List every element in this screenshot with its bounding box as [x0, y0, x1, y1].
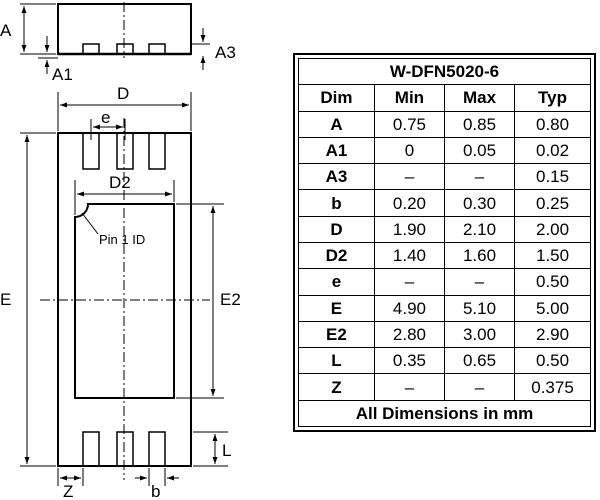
dim-cell: D2 [298, 241, 375, 270]
lead-pad [82, 431, 100, 467]
table-header-row: Dim Min Max Typ [298, 84, 591, 112]
table-title: W-DFN5020-6 [298, 57, 591, 86]
value-cell: 5.10 [443, 294, 516, 322]
label-e: e [101, 108, 110, 127]
side-lead [82, 43, 100, 55]
value-cell: 0.25 [514, 189, 591, 217]
value-cell: – [373, 268, 445, 296]
side-view: A A1 A3 [0, 2, 236, 84]
value-cell: 0.75 [373, 110, 445, 138]
table-row: Z––0.375 [298, 373, 591, 401]
dim-cell: e [298, 268, 375, 296]
value-cell: 2.10 [443, 215, 516, 243]
label-d2: D2 [109, 173, 131, 192]
value-cell: 1.50 [514, 241, 591, 270]
value-cell: 2.00 [514, 215, 591, 243]
label-pin1: Pin 1 ID [99, 232, 145, 247]
value-cell: – [373, 163, 445, 191]
value-cell: 0.35 [373, 347, 445, 375]
lead-pad [148, 132, 166, 170]
dim-cell: A [298, 110, 375, 138]
side-lead [116, 43, 134, 55]
value-cell: 4.90 [373, 294, 445, 322]
dim-cell: Z [298, 373, 375, 401]
value-cell: 2.90 [514, 320, 591, 349]
value-cell: 0.65 [443, 347, 516, 375]
table-row: e––0.50 [298, 268, 591, 296]
side-lead [148, 43, 166, 55]
label-a3: A3 [215, 43, 236, 62]
value-cell: 0.375 [514, 373, 591, 401]
dim-cell: D [298, 215, 375, 243]
label-b: b [151, 482, 160, 500]
value-cell: – [443, 163, 516, 191]
value-cell: 1.60 [443, 241, 516, 270]
label-l: L [222, 441, 231, 460]
header-typ: Typ [514, 84, 591, 112]
value-cell: – [443, 373, 516, 401]
header-dim: Dim [298, 84, 375, 112]
value-cell: 0.50 [514, 347, 591, 375]
value-cell: 0.05 [443, 136, 516, 165]
lead-pad [116, 431, 134, 467]
value-cell: 1.40 [373, 241, 445, 270]
dim-cell: E2 [298, 320, 375, 349]
top-view: D e D2 Pin 1 ID E E2 L Z [0, 84, 241, 500]
header-min: Min [373, 84, 445, 112]
lead-pad [148, 431, 166, 467]
label-e-length: E [0, 290, 11, 309]
dim-cell: E [298, 294, 375, 322]
value-cell: 2.80 [373, 320, 445, 349]
value-cell: 0.85 [443, 110, 516, 138]
label-e2: E2 [220, 290, 241, 309]
value-cell: – [373, 373, 445, 401]
value-cell: 0 [373, 136, 445, 165]
value-cell: 5.00 [514, 294, 591, 322]
table-row: A3––0.15 [298, 163, 591, 191]
table-footer: All Dimensions in mm [298, 399, 591, 428]
exposed-pad [74, 203, 175, 399]
value-cell: 0.80 [514, 110, 591, 138]
value-cell: 0.02 [514, 136, 591, 165]
dim-cell: A3 [298, 163, 375, 191]
dim-cell: b [298, 189, 375, 217]
label-a1: A1 [52, 65, 73, 84]
value-cell: 1.90 [373, 215, 445, 243]
value-cell: 0.30 [443, 189, 516, 217]
value-cell: 0.50 [514, 268, 591, 296]
value-cell: 0.20 [373, 189, 445, 217]
pin1-leader [81, 212, 99, 235]
label-z: Z [63, 482, 73, 500]
dim-cell: A1 [298, 136, 375, 165]
header-max: Max [443, 84, 516, 112]
dim-cell: L [298, 347, 375, 375]
label-a: A [0, 21, 12, 40]
value-cell: 0.15 [514, 163, 591, 191]
value-cell: 3.00 [443, 320, 516, 349]
label-d: D [117, 84, 129, 103]
value-cell: – [443, 268, 516, 296]
